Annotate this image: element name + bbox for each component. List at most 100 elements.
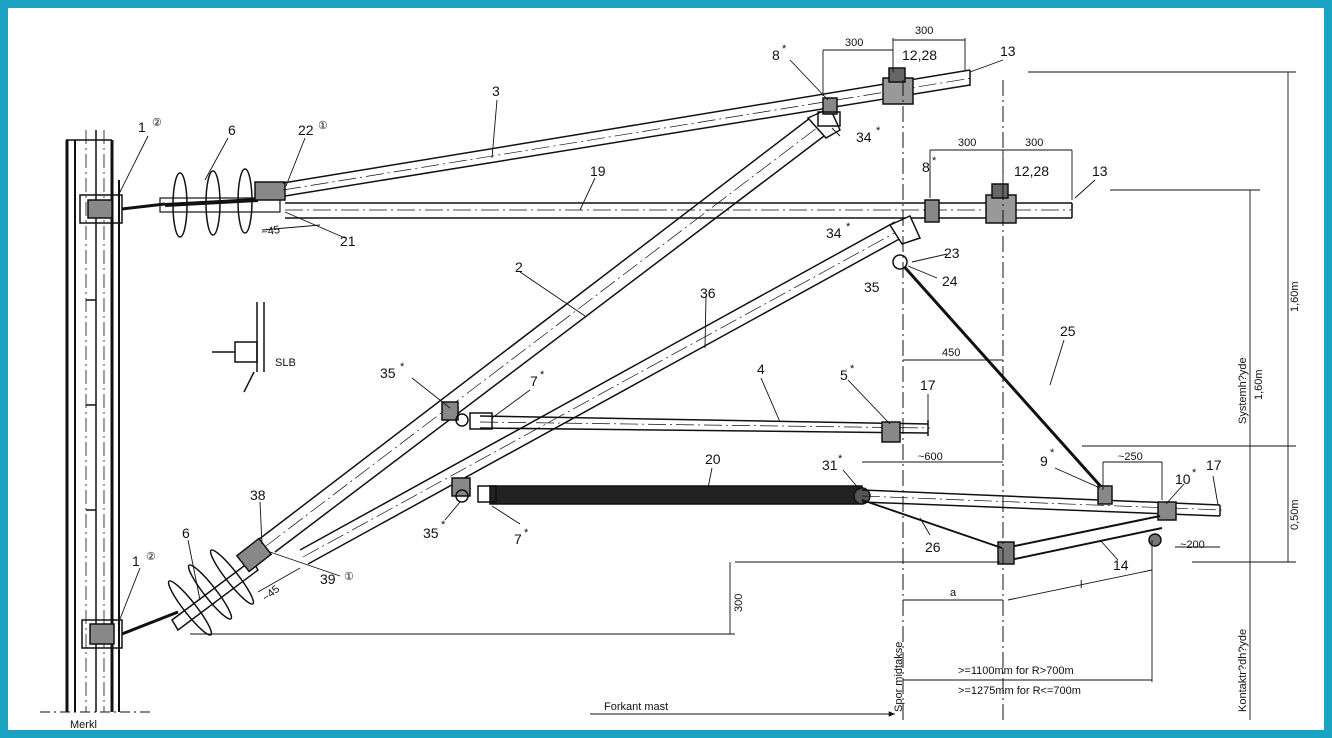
label-300-a: 300 [845,37,863,49]
label-45-bot: ~45 [260,583,282,604]
label-21: 21 [340,233,356,249]
label-34-mid-star: * [846,221,851,233]
tube-3 [282,69,973,197]
label-25: 25 [1060,323,1076,339]
label-35-bot: 35 [423,525,439,541]
label-spor-midtakse: Spor midtakse [893,642,905,712]
label-24: 24 [942,273,958,289]
label-23: 23 [944,245,960,261]
label-300-v: 300 [733,594,745,612]
clamp-35-bottom [451,477,471,503]
label-35-mid: 35 [864,279,880,295]
label-6-bot: 6 [182,525,190,541]
label-12-28-mid: 12,28 [1014,163,1049,179]
label-600: ~600 [918,451,943,463]
wire-26 [861,499,1003,549]
slb-symbol [212,302,265,393]
mast [40,130,150,713]
registration-tube [861,485,1223,521]
label-system: Systemh?yde [1237,357,1249,424]
label-9: 9 [1040,453,1048,469]
drawing-inner-border [6,6,1326,732]
label-10-star: * [1192,467,1197,479]
label-160-b: 1,60m [1253,369,1265,400]
label-8-mid: 8 [922,159,930,175]
label-a: a [950,587,957,599]
label-1-top-mark: ② [152,117,162,129]
label-20: 20 [705,451,721,467]
label-38: 38 [250,487,266,503]
label-6-top: 6 [228,122,236,138]
label-17-right: 17 [1206,457,1222,473]
label-4: 4 [757,361,765,377]
label-7-top-star: * [540,369,545,381]
label-17-mid: 17 [920,377,936,393]
centerlines [902,80,1004,720]
tube-2 [257,107,841,553]
top-insulator-assembly [79,168,286,238]
label-050: 0,50m [1289,499,1301,530]
label-22-mark: ① [318,120,328,132]
label-merkl: Merkl [70,719,97,731]
label-7-top: 7 [530,373,538,389]
label-200: ~200 [1180,539,1205,551]
label-300-d: 300 [1025,137,1043,149]
label-forkant-mast: Forkant mast [604,701,668,713]
label-39-mark: ① [344,571,354,583]
label-300-b: 300 [915,25,933,37]
clamp-8-mid [924,183,1017,224]
label-5: 5 [840,367,848,383]
label-3: 3 [492,83,500,99]
dimension-lines [190,38,1296,720]
label-26: 26 [925,539,941,555]
label-39: 39 [320,571,336,587]
label-r1: >=1100mm for R>700m [958,665,1074,677]
tube-19 [285,202,1073,219]
tube-20 [477,485,871,505]
label-5-star: * [850,363,855,375]
label-1-bot-mark: ② [146,551,156,563]
label-14: 14 [1113,557,1129,573]
steady-arm-14 [997,515,1163,565]
label-19: 19 [590,163,606,179]
label-1-top: 1 [138,119,146,135]
label-34-mid: 34 [826,225,842,241]
label-36: 36 [700,285,716,301]
label-2: 2 [515,259,523,275]
label-7-bot: 7 [514,531,522,547]
label-450: 450 [942,347,960,359]
label-12-28-top: 12,28 [902,47,937,63]
label-22: 22 [298,122,314,138]
label-34-top-star: * [876,125,881,137]
label-160-a: 1,60m [1289,281,1301,312]
label-8-top: 8 [772,47,780,63]
label-34-top: 34 [856,129,872,145]
label-250: ~250 [1118,451,1143,463]
bottom-insulator-assembly [81,537,273,649]
label-31: 31 [822,457,838,473]
label-10: 10 [1175,471,1191,487]
tube-36 [299,215,922,565]
clamp-12-28-top [882,67,914,105]
label-1-bot: 1 [132,553,140,569]
label-31-star: * [838,453,843,465]
label-r2: >=1275mm for R<=700m [958,685,1081,697]
label-8-mid-star: * [932,155,937,167]
label-35-left-star: * [400,361,405,373]
label-slb: SLB [275,357,296,369]
clamp-35-left [441,401,469,427]
label-13-top: 13 [1000,43,1016,59]
clamp-8-top [817,97,841,127]
label-13-mid: 13 [1092,163,1108,179]
label-8-top-star: * [782,43,787,55]
label-35-left: 35 [380,365,396,381]
label-kontakt: Kontaktr?dh?yde [1237,629,1249,712]
label-45-top: ~45 [260,224,280,239]
tube-4 [469,412,931,443]
label-l: l [1080,579,1082,591]
leader-lines [117,59,1219,625]
label-9-star: * [1050,447,1055,459]
label-300-c: 300 [958,137,976,149]
label-7-bot-star: * [524,527,529,539]
